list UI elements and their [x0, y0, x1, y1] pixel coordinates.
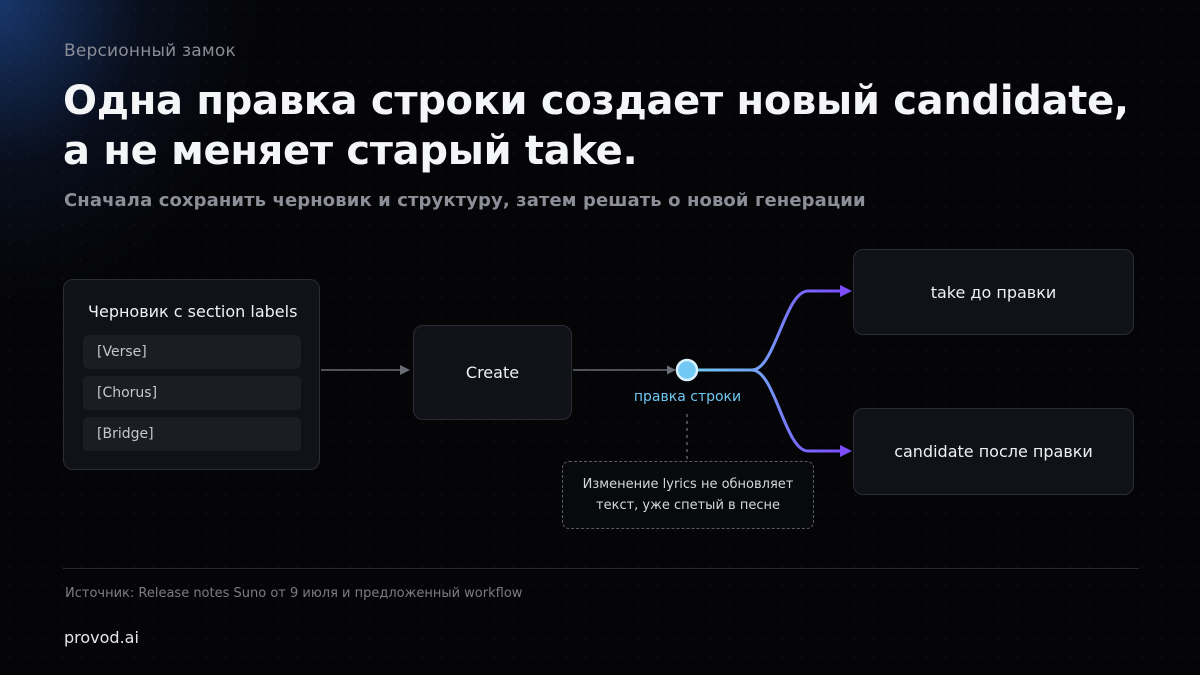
- take-before-edit-card: take до правки: [853, 249, 1134, 335]
- section-chip-bridge: [Bridge]: [83, 417, 301, 451]
- draft-card-title: Черновик с section labels: [88, 302, 298, 321]
- take-label: take до правки: [930, 282, 1057, 302]
- branch-to-take: [695, 289, 842, 372]
- slide-subtitle: Сначала сохранить черновик и структуру, …: [64, 190, 866, 211]
- footer-divider: [63, 568, 1139, 569]
- candidate-after-edit-card: candidate после правки: [853, 408, 1134, 495]
- create-card: Create: [413, 325, 572, 420]
- arrowhead-to-candidate: [840, 445, 852, 457]
- draft-card: Черновик с section labels [Verse] [Choru…: [63, 279, 320, 470]
- create-label: Create: [465, 363, 520, 382]
- line-create-to-edit-node: [573, 365, 676, 375]
- note-box: Изменение lyrics не обновляет текст, уже…: [562, 461, 814, 529]
- eyebrow-label: Версионный замок: [64, 41, 236, 61]
- slide-title: Одна правка строки создает новый candida…: [63, 78, 1129, 174]
- note-text: Изменение lyrics не обновляет текст, уже…: [582, 477, 794, 513]
- arrow-draft-to-create: [321, 365, 410, 375]
- section-chip-chorus: [Chorus]: [83, 376, 301, 410]
- arrowhead-to-take: [840, 285, 852, 297]
- edit-node-label: правка строки: [633, 389, 742, 405]
- branch-to-candidate: [695, 368, 842, 453]
- edit-node-dot: [675, 358, 699, 382]
- brand-logo-text: provod.ai: [64, 628, 139, 647]
- section-chip-verse: [Verse]: [83, 335, 301, 369]
- source-note: Источник: Release notes Suno от 9 июля и…: [65, 586, 523, 601]
- candidate-label: candidate после правки: [894, 442, 1093, 461]
